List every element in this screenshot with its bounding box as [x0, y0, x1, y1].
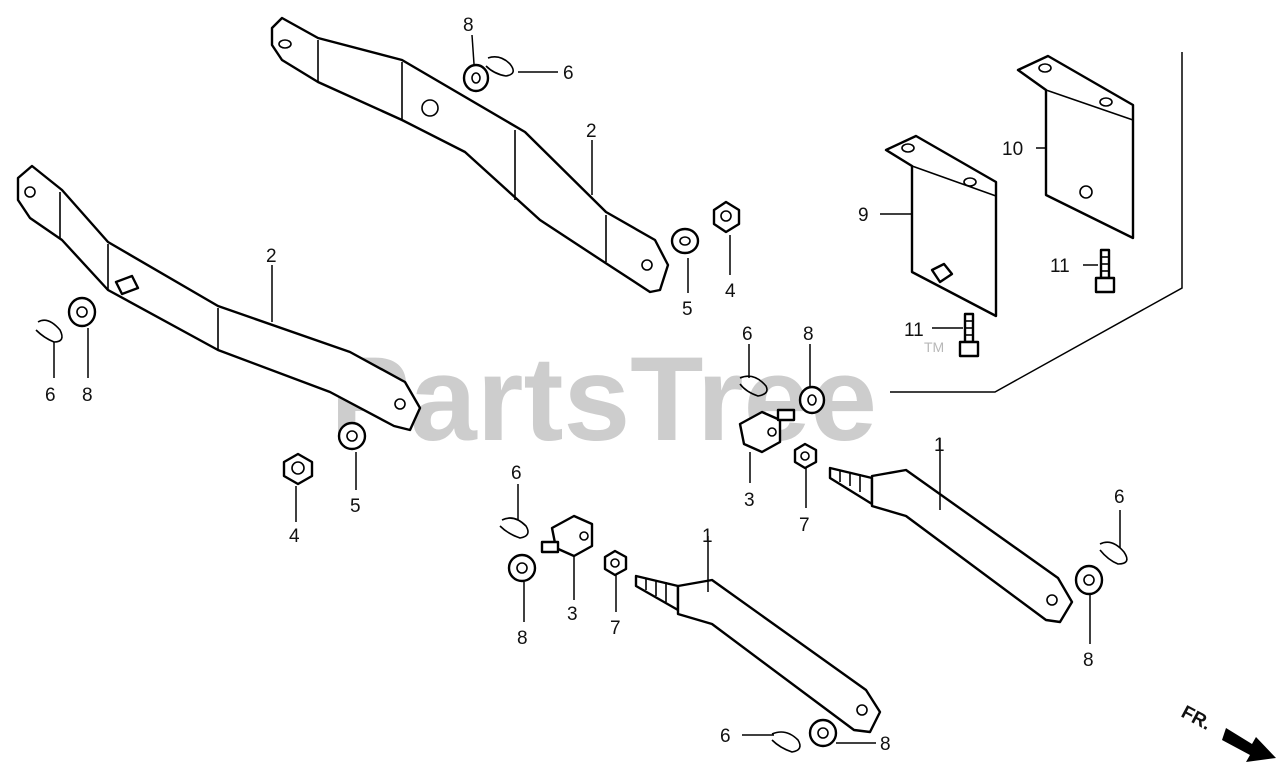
cotter-pin-6-left[interactable] [35, 319, 63, 343]
nut-4-lower[interactable] [282, 452, 314, 486]
callout-8: 8 [517, 628, 528, 649]
lift-arm-upper[interactable] [270, 16, 670, 294]
callout-6: 6 [720, 726, 731, 747]
callout-8: 8 [1083, 650, 1094, 671]
callout-6: 6 [45, 385, 56, 406]
cotter-pin-6-top[interactable] [485, 56, 514, 77]
callout-2: 2 [266, 246, 277, 267]
callout-1: 1 [934, 435, 945, 456]
callout-5: 5 [682, 299, 693, 320]
washer-8-top[interactable] [462, 63, 490, 93]
lift-rod-1-upper[interactable] [828, 466, 1074, 624]
cotter-pin-6-bottom[interactable] [771, 731, 801, 753]
lift-rod-1-lower[interactable] [634, 574, 882, 734]
bracket-9[interactable] [884, 134, 998, 318]
front-arrow-icon [1222, 728, 1276, 762]
callout-7: 7 [799, 515, 810, 536]
callout-3: 3 [744, 490, 755, 511]
callout-6: 6 [511, 463, 522, 484]
bolt-11-upper[interactable] [1094, 248, 1116, 294]
bracket-10[interactable] [1016, 54, 1135, 240]
washer-8-bottom[interactable] [808, 718, 838, 748]
nut-4-upper[interactable] [712, 200, 741, 234]
callout-6: 6 [742, 324, 753, 345]
callout-1: 1 [702, 526, 713, 547]
cotter-pin-6-mid[interactable] [739, 375, 768, 397]
watermark-tm: TM [924, 339, 944, 355]
callout-8: 8 [463, 15, 474, 36]
assembly-outline [890, 52, 1183, 393]
cotter-pin-6-right[interactable] [1099, 541, 1128, 565]
callout-8: 8 [880, 734, 891, 755]
callout-5: 5 [350, 496, 361, 517]
callout-6: 6 [1114, 487, 1125, 508]
callout-10: 10 [1002, 139, 1023, 160]
washer-5-lower[interactable] [337, 421, 367, 451]
nut-7-lower[interactable] [603, 549, 628, 577]
callout-4: 4 [289, 526, 300, 547]
callout-labels: 8 6 2 2 5 4 6 8 4 5 10 9 11 11 6 8 3 7 1… [45, 15, 1125, 755]
callout-4: 4 [725, 281, 736, 302]
callout-8: 8 [82, 385, 93, 406]
lift-arm-lower[interactable] [16, 164, 422, 432]
callout-8: 8 [803, 324, 814, 345]
washer-8-lowleft[interactable] [507, 553, 537, 583]
front-direction-indicator: FR. [1178, 702, 1276, 762]
callout-9: 9 [858, 205, 869, 226]
washer-5-upper[interactable] [670, 227, 700, 255]
callout-2: 2 [586, 121, 597, 142]
washer-8-left[interactable] [67, 296, 97, 328]
bolt-11-lower[interactable] [958, 312, 980, 358]
pivot-3-upper[interactable] [738, 408, 796, 454]
callout-3: 3 [567, 604, 578, 625]
washer-8-mid[interactable] [798, 385, 826, 415]
watermark: PartsTree [330, 332, 877, 466]
pivot-3-lower[interactable] [540, 514, 594, 558]
washer-8-right[interactable] [1074, 564, 1104, 596]
cotter-pin-6-lowleft[interactable] [499, 517, 529, 539]
callout-11: 11 [904, 320, 924, 341]
nut-7-upper[interactable] [793, 442, 818, 470]
leader-lines [53, 34, 1121, 744]
callout-11: 11 [1050, 256, 1070, 277]
callout-7: 7 [610, 618, 621, 639]
callout-6: 6 [563, 63, 574, 84]
fr-label: FR. [1178, 702, 1215, 735]
